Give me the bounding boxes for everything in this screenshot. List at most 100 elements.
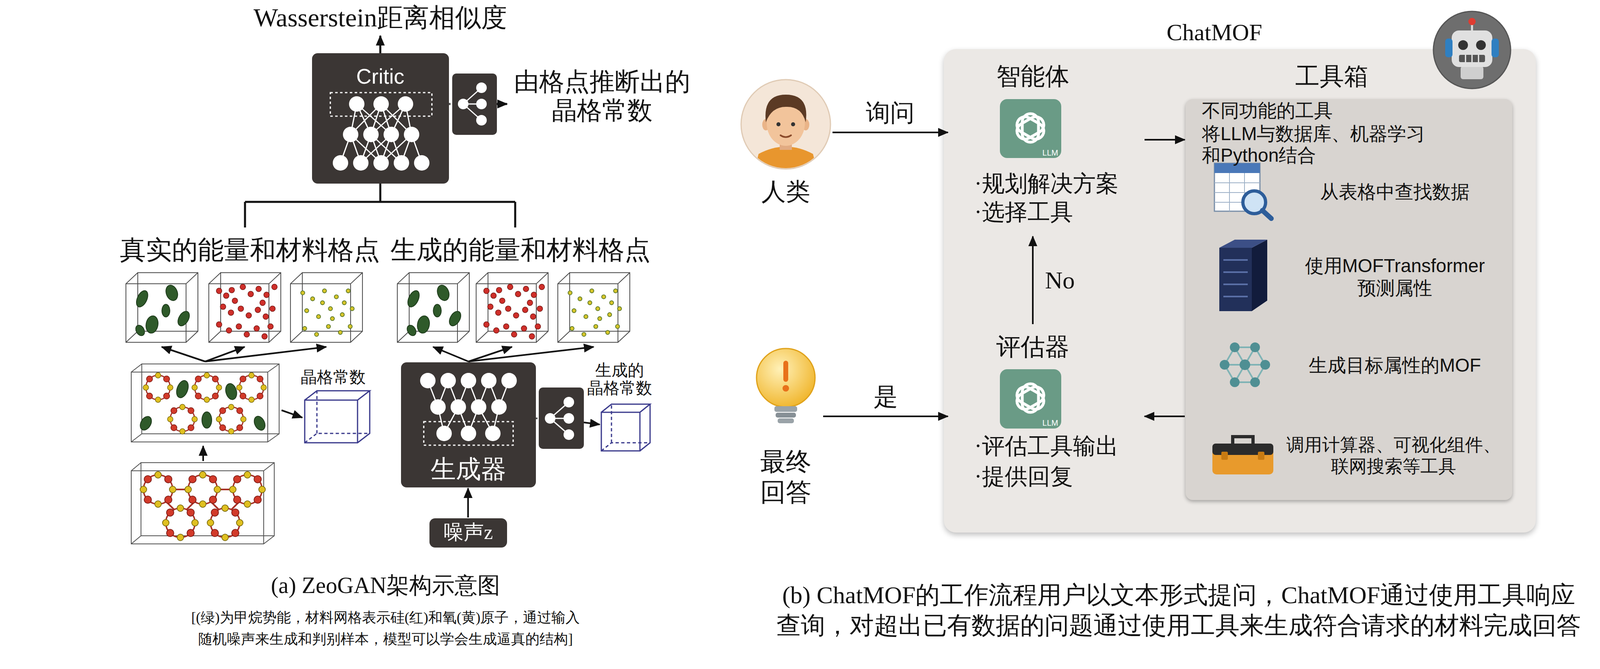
model-box: Critic (312, 53, 449, 184)
label: Wasserstein距离相似度 (225, 2, 535, 34)
node-title: 生成器 (407, 454, 530, 485)
molecule-icon (1224, 347, 1266, 383)
toolbox-icon (1232, 436, 1254, 445)
robot-icon (1468, 17, 1476, 26)
label: (b) ChatMOF的工作流程用户以文本形式提问，ChatMOF通过使用工具响… (774, 580, 1583, 642)
critic-side-net (476, 82, 487, 94)
node-title: ChatMOF (1133, 18, 1296, 47)
molecule-icon (1250, 342, 1260, 353)
edge-label: 询问 (863, 99, 918, 128)
person-icon (791, 122, 796, 127)
system-panel: ChatMOF 智能体LLM·规划解决方案·选择工具 工具箱不同功能的工具将LL… (943, 49, 1536, 533)
node-title-slot: 噪声z (431, 520, 505, 545)
node-title: 人类 (741, 177, 831, 207)
node-title: 最终 回答 (757, 446, 815, 508)
node-text-slot: ·规划解决方案 (974, 170, 1141, 198)
node-text-slot: ·评估工具输出 (974, 432, 1141, 460)
robot-icon (1433, 11, 1511, 89)
structure-arrows (205, 346, 327, 362)
robot-icon (1491, 38, 1499, 58)
critic-output-arrow (496, 103, 508, 106)
network-icon (485, 425, 501, 442)
lattice-cube (304, 390, 370, 443)
label: 晶格常数 (292, 367, 374, 388)
label: 由格点推断出的 晶格常数 (508, 67, 696, 126)
generator-side-net (563, 413, 575, 424)
network-icon (460, 372, 477, 389)
node-title: Critic (319, 63, 442, 89)
icon-node: 最终 回答 (749, 345, 823, 512)
network-icon (397, 96, 414, 112)
network-icon (436, 425, 452, 442)
edge-label: 是 (871, 383, 901, 412)
critic-side-net (452, 73, 497, 135)
node-text: 不同功能的工具 (1201, 99, 1446, 122)
node-text: 使用MOFTransformer 预测属性 (1297, 254, 1493, 300)
model-box: 噪声z (429, 518, 508, 548)
network-icon (363, 126, 379, 143)
node-title-slot: Critic (319, 63, 442, 89)
table-icon (1214, 163, 1272, 219)
molecule-icon (1229, 342, 1240, 353)
label-slot: [(绿)为甲烷势能，材料网格表示硅(红)和氧(黄)原子，通过输入 随机噪声来生成… (185, 607, 586, 651)
toolbox-icon (1212, 443, 1274, 475)
icon-node: 评估器LLM·评估工具输出·提供回复 (948, 325, 1144, 496)
network-icon (383, 126, 399, 143)
node-title: 评估器 (971, 332, 1094, 362)
molecule-icon (1239, 359, 1251, 371)
label-slot: Wasserstein距离相似度 (225, 2, 535, 34)
generator-side-net (563, 396, 575, 408)
node-text: LLM (1038, 147, 1063, 158)
network-icon (353, 155, 369, 171)
icon-node: 人类 (739, 78, 832, 208)
node-title-slot: ChatMOF (1133, 18, 1296, 47)
network-icon (340, 104, 422, 163)
node-text: 将LLM与数据库、机器学习 和Python结合 (1201, 123, 1438, 167)
node-title-slot: 评估器 (971, 332, 1094, 362)
node-text: ·规划解决方案 (974, 170, 1141, 198)
person-icon (765, 94, 807, 123)
person-icon (754, 146, 818, 171)
real-cubes (125, 272, 363, 343)
robot-icon (1458, 40, 1468, 50)
bulb-icon (756, 348, 816, 408)
bulb-icon (753, 345, 819, 431)
label: (a) ZeoGAN架构示意图 (202, 572, 569, 600)
robot-icon (1476, 40, 1486, 50)
lattice-cube (304, 390, 370, 443)
server-icon (1219, 239, 1268, 312)
network-icon (423, 421, 514, 446)
node-text: ·评估工具输出 (974, 432, 1141, 460)
person-icon (780, 135, 792, 138)
edge-label: No (1042, 266, 1078, 295)
node-text-slot: ·选择工具 (974, 198, 1141, 226)
label-slot: 生成的能量和材料格点 (388, 234, 653, 267)
network-icon (470, 399, 487, 415)
toolbox-icon (1221, 451, 1228, 460)
label-slot: (b) ChatMOF的工作流程用户以文本形式提问，ChatMOF通过使用工具响… (774, 580, 1583, 642)
node-text-slot: 调用计算器、可视化组件、 联网搜索等工具 (1279, 434, 1508, 478)
toolbox-icon (1257, 451, 1265, 460)
person-icon (754, 94, 818, 171)
molecule-icon (1219, 342, 1271, 388)
node-text-slot: ·提供回复 (974, 463, 1141, 491)
model-box: 生成器 (401, 362, 536, 488)
llm-icon (1014, 383, 1048, 413)
generated-lattice-cube (601, 404, 651, 451)
structure-arrows (583, 422, 600, 425)
critic-side-net (476, 114, 487, 126)
node-text: ·选择工具 (974, 198, 1141, 226)
generator-side-net (538, 387, 584, 449)
node-text-slot: 从表格中查找数据 (1305, 180, 1485, 204)
llm-icon (1014, 383, 1048, 413)
node-title-slot: 智能体 (971, 61, 1094, 92)
node-text-slot: 将LLM与数据库、机器学习 和Python结合 (1201, 123, 1438, 167)
label: 生成的能量和材料格点 (388, 234, 653, 267)
molecule-icon (1260, 359, 1271, 370)
label: 生成的 晶格常数 (585, 361, 654, 398)
structure-arrows (433, 346, 469, 362)
network-icon (332, 155, 349, 171)
network-icon (491, 399, 507, 415)
robot-icon (1451, 30, 1493, 68)
